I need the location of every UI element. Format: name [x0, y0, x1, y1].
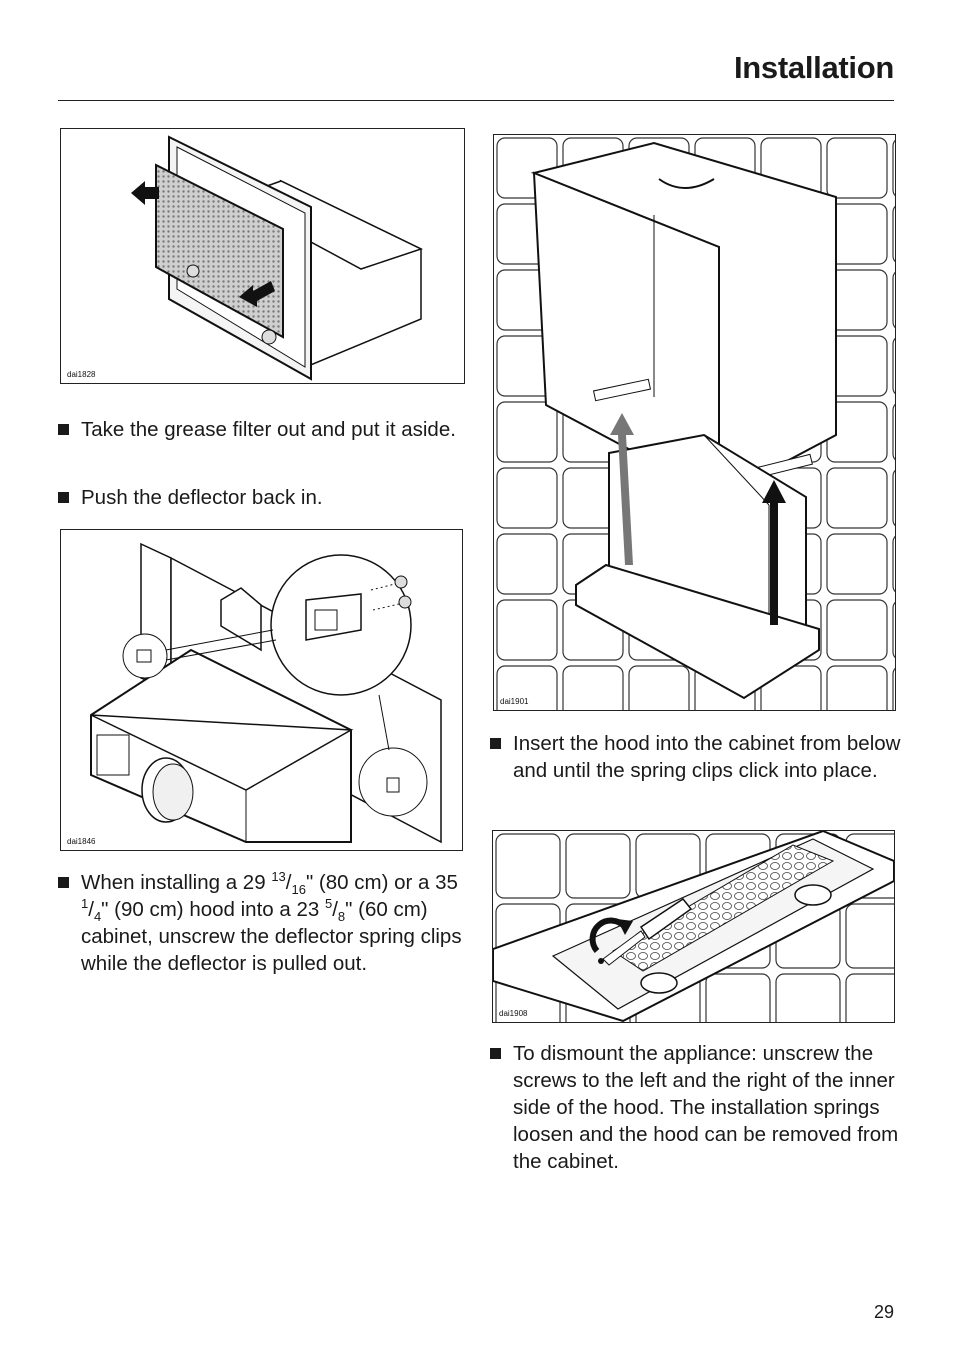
bullet-square [58, 492, 69, 503]
bullet-square [58, 424, 69, 435]
figure-insert-hood: dai1901 [493, 134, 896, 711]
dismount-screws-illustration [493, 831, 894, 1022]
bullet-square [490, 738, 501, 749]
step-insert-hood: Insert the hood into the cabinet from be… [490, 730, 913, 784]
insert-hood-illustration [494, 135, 895, 710]
figure-dismount-screws: dai1908 [492, 830, 895, 1023]
figure-spring-clips: dai1846 [60, 529, 463, 851]
header-rule [58, 100, 894, 101]
step-remove-filter: Take the grease filter out and put it as… [58, 416, 471, 443]
bullet-square [58, 877, 69, 888]
step-dismount-appliance: To dismount the appliance: unscrew the s… [490, 1040, 913, 1175]
step-unscrew-deflector-clips: When installing a 29 13/16" (80 cm) or a… [58, 869, 476, 977]
page-title: Installation [733, 50, 894, 85]
figure-label: dai1846 [67, 837, 96, 846]
page-number: 29 [873, 1302, 894, 1322]
step-push-deflector: Push the deflector back in. [58, 484, 471, 511]
bullet-square [490, 1048, 501, 1059]
grease-filter-illustration [131, 135, 423, 381]
figure-label: dai1828 [67, 370, 96, 379]
figure-label: dai1901 [500, 697, 529, 706]
spring-clips-illustration [90, 542, 442, 844]
figure-label: dai1908 [499, 1009, 528, 1018]
figure-grease-filter: dai1828 [60, 128, 465, 384]
